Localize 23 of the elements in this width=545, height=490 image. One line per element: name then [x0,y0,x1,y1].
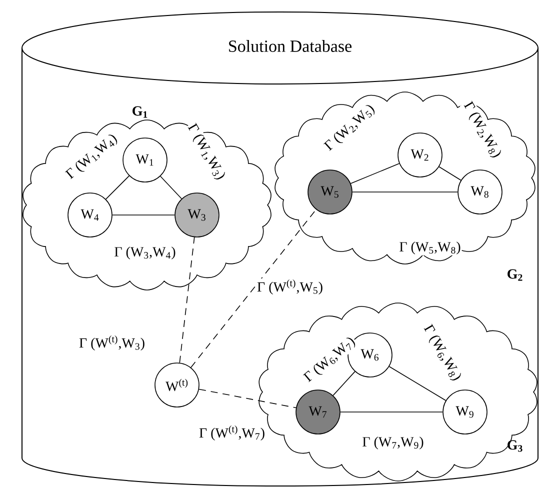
edge-label: Γ (W$_{6}$,W$_{7}$) [300,334,360,386]
connector-line [388,366,446,401]
node-label: G$_{1}$ [132,106,148,118]
connector-line [112,214,175,216]
edge-label: Γ (W$_{6}$,W$_{8}$) [420,322,464,384]
edge-label: Γ (W$_{2}$,W$_{8}$) [460,98,504,162]
connector-line [350,163,400,184]
edge-label: Γ (W$^{(t)}$,W$_{5}$) [256,278,324,296]
edge-label: Γ (W$_{7}$,W$_{9}$) [361,436,425,450]
edge-label: Γ (W$_{1}$,W$_{4}$) [62,130,122,184]
edge-label: Γ (W$^{(t)}$,W$_{3}$) [78,334,146,352]
connector-line [190,209,316,368]
connector-line [105,175,130,200]
edge-label: Γ (W$_{5}$,W$_{8}$) [398,240,462,256]
connector-line [332,371,356,396]
edge-label: Γ (W$_{2}$,W$_{5}$) [321,101,379,155]
connector-line [438,166,462,181]
connector-line [179,236,195,364]
node-label: G$_{2}$ [508,269,522,281]
edge-label: Γ (W$_{3}$,W$_{4}$) [113,246,177,260]
connector-line [160,176,182,200]
connector-line [198,388,296,408]
edge-label: Γ (W$_{1}$,W$_{3}$) [184,120,228,184]
